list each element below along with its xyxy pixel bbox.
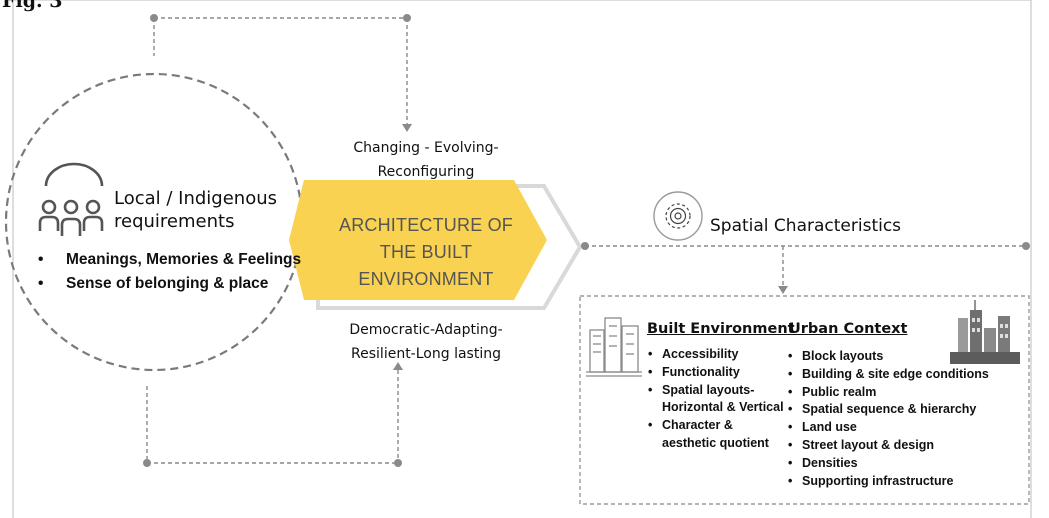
architecture-hexagon: [289, 180, 547, 300]
urban-context-item: Land use: [786, 419, 989, 437]
hexagon-title-line: ENVIRONMENT: [358, 269, 494, 289]
urban-context-list: Block layouts Building & site edge condi…: [786, 348, 989, 490]
gear-icon: [653, 191, 703, 241]
urban-context-item: Public realm: [786, 384, 989, 402]
people-group-icon: [38, 162, 104, 236]
bottom-loop-node-left: [143, 459, 151, 467]
local-bullet-item: Sense of belonging & place: [38, 272, 301, 296]
local-title-line-2: requirements: [114, 211, 235, 232]
urban-context-item: Building & site edge conditions: [786, 366, 989, 384]
local-title-line-1: Local / Indigenous: [114, 188, 278, 209]
center-bottom-text: Democratic-Adapting- Resilient-Long last…: [349, 322, 503, 362]
top-loop-node-left: [150, 14, 158, 22]
urban-context-item: Spatial sequence & hierarchy: [786, 401, 989, 419]
hexagon-title-line: ARCHITECTURE OF: [339, 215, 513, 235]
urban-context-item: Block layouts: [786, 348, 989, 366]
built-environment-item: Spatial layouts- Horizontal & Vertical: [646, 382, 790, 418]
top-loop-arrowhead: [402, 124, 412, 132]
local-bullet-item: Meanings, Memories & Feelings: [38, 248, 301, 272]
buildings-icon: [586, 317, 642, 377]
built-environment-item: Character & aesthetic quotient: [646, 417, 772, 453]
center-top-text: Changing - Evolving- Reconfiguring: [353, 140, 499, 180]
spatial-connector-node-right: [1022, 242, 1030, 250]
bottom-feedback-loop: [146, 370, 399, 464]
spatial-connector: [585, 245, 1026, 286]
bottom-loop-node-right: [394, 459, 402, 467]
urban-context-item: Densities: [786, 455, 989, 473]
bottom-loop-arrowhead: [393, 362, 403, 370]
urban-context-title: Urban Context: [789, 321, 908, 337]
spatial-connector-node-left: [581, 242, 589, 250]
built-environment-item: Functionality: [646, 364, 790, 382]
figure-label: Fig. 3: [2, 0, 63, 12]
built-environment-title: Built Environment: [647, 321, 795, 337]
urban-context-item: Street layout & design: [786, 437, 989, 455]
hexagon-title: ARCHITECTURE OF THE BUILT ENVIRONMENT: [318, 212, 534, 293]
spatial-down-arrowhead: [778, 286, 788, 294]
top-loop-node-right: [403, 14, 411, 22]
local-bullet-list: Meanings, Memories & Feelings Sense of b…: [38, 248, 301, 296]
built-environment-item: Accessibility: [646, 346, 790, 364]
urban-context-item: Supporting infrastructure: [786, 473, 989, 491]
top-feedback-loop: [153, 17, 408, 124]
built-environment-list: Accessibility Functionality Spatial layo…: [646, 346, 790, 453]
spatial-title: Spatial Characteristics: [710, 216, 902, 236]
spatial-details-box: [579, 295, 1030, 505]
hexagon-title-line: THE BUILT: [379, 242, 473, 262]
